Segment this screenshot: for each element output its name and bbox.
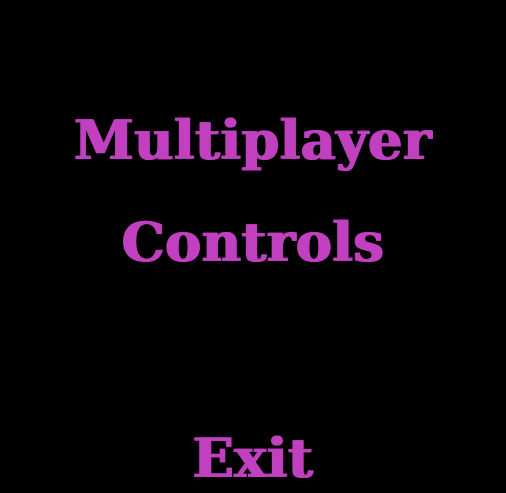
controls-menu-item[interactable]: Controls	[121, 210, 385, 274]
exit-menu-item[interactable]: Exit	[192, 426, 314, 490]
multiplayer-menu-item[interactable]: Multiplayer	[74, 108, 432, 172]
